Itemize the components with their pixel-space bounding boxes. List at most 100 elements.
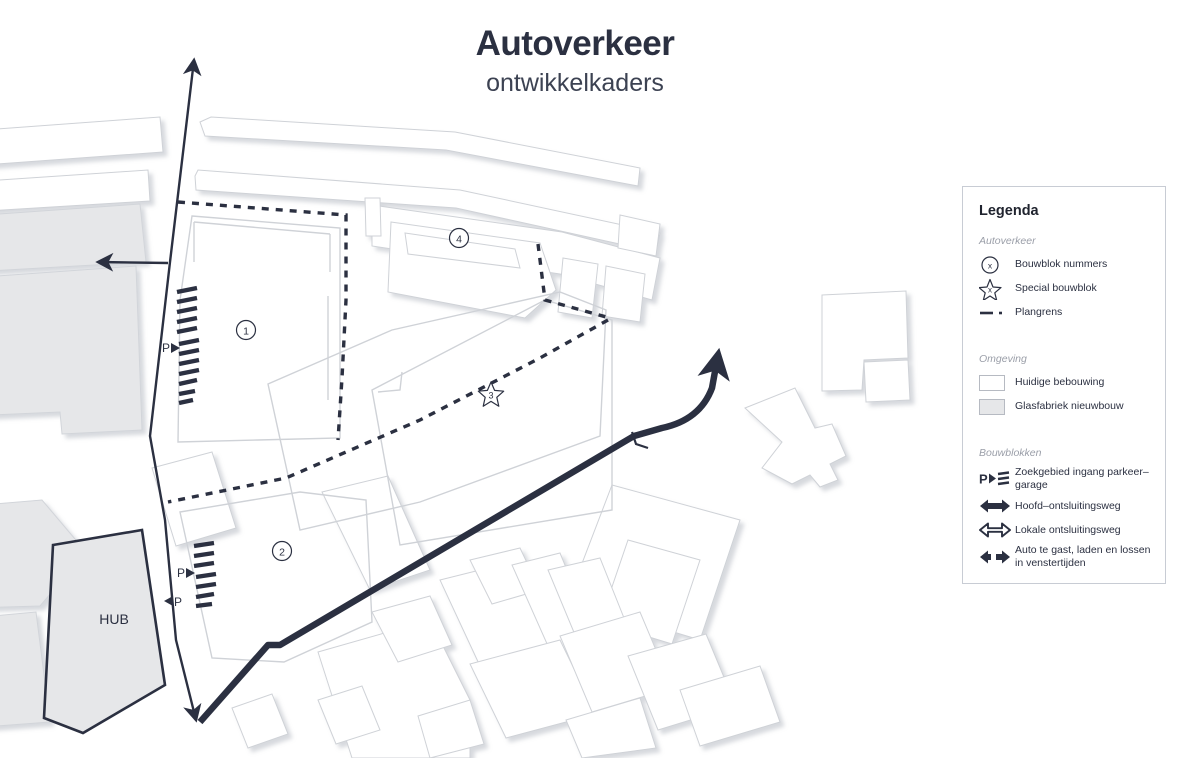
glasfabriek-building	[0, 265, 143, 435]
block-number: 2	[279, 547, 285, 559]
legend-group-bouwblokken: Bouwblokken P Zoekgebied ingang parkeer–…	[979, 447, 1151, 571]
glasfabriek-buildings-layer	[0, 203, 147, 727]
building	[863, 359, 911, 403]
building	[404, 232, 521, 269]
hatch-bar	[176, 285, 198, 295]
parking-entrance-hatch-1	[176, 285, 200, 406]
building	[151, 451, 237, 547]
circle-x-icon: x	[979, 254, 1013, 275]
parking-marker-3: P	[164, 595, 182, 609]
dash-dot-line-icon	[979, 302, 1013, 323]
parking-arrow-icon	[164, 596, 173, 606]
local-road-west	[95, 252, 169, 272]
parking-letter: P	[162, 341, 170, 355]
legend-item-bouwblok-nummers: x Bouwblok nummers	[979, 254, 1151, 275]
legend-item-glasfabriek-nieuwbouw: Glasfabriek nieuwbouw	[979, 396, 1151, 417]
legend-group-title: Omgeving	[979, 353, 1027, 365]
legend-group-omgeving: Omgeving Huidige bebouwing Glasfabriek n…	[979, 353, 1151, 417]
legend-item-special-bouwblok: x Special bouwblok	[979, 278, 1151, 300]
legend-group-autoverkeer: Autoverkeer x Bouwblok nummers x	[979, 235, 1151, 323]
building	[364, 197, 382, 237]
parking-marker-2: P	[177, 566, 195, 580]
hatch-bar	[195, 571, 217, 580]
block-number: 4	[456, 234, 462, 246]
legend-item-label: Bouwblok nummers	[1015, 257, 1108, 270]
building	[199, 116, 641, 187]
block-circle	[235, 319, 257, 341]
building	[601, 265, 646, 323]
parking-letter: P	[174, 595, 182, 609]
building	[0, 169, 151, 211]
plangrens-path	[536, 243, 611, 320]
hatch-bar	[178, 367, 200, 377]
building	[231, 693, 289, 749]
hatch-bar	[178, 377, 198, 387]
building	[821, 290, 909, 392]
hatch-bar	[176, 315, 198, 325]
svg-text:P: P	[979, 472, 988, 487]
legend-item-label: Huidige bebouwing	[1015, 375, 1105, 388]
building	[744, 387, 847, 488]
parking-entrance-hatch-2	[193, 540, 217, 609]
legend-item-label: Glasfabriek nieuwbouw	[1015, 399, 1124, 412]
building	[565, 697, 657, 758]
building	[417, 699, 485, 758]
plot-outline	[177, 215, 341, 443]
svg-text:x: x	[988, 260, 993, 270]
plangrens-path	[167, 318, 609, 504]
thin-double-arrow-icon	[979, 520, 1013, 541]
building	[321, 475, 431, 591]
hatch-bar	[176, 295, 198, 305]
legend-title: Legenda	[979, 203, 1039, 219]
block-star	[477, 381, 505, 407]
block-number: 1	[243, 326, 249, 338]
plot-outline	[371, 299, 613, 546]
legend-item-label: Auto te gast, laden en lossen in venster…	[1015, 543, 1151, 570]
hatch-bar	[178, 397, 194, 406]
hatch-bar	[178, 347, 200, 357]
glasfabriek-building	[0, 611, 51, 727]
block-number: 3	[488, 391, 493, 401]
legend-spacer	[979, 337, 1151, 353]
building	[679, 665, 781, 747]
legend-panel: Legenda Autoverkeer x Bouwblok nummers x	[962, 186, 1166, 584]
legend-item-lokale-ontsluitingsweg: Lokale ontsluitingsweg	[979, 520, 1151, 541]
block-marker-2: 2	[271, 540, 293, 562]
plot-outline	[267, 291, 607, 531]
main-road-path	[197, 347, 730, 725]
split-double-arrow-icon	[979, 547, 1013, 568]
white-swatch-icon	[979, 372, 1013, 393]
hatch-bar	[178, 337, 200, 347]
block-marker-3-special: 3	[477, 381, 505, 407]
star-x-icon: x	[979, 278, 1013, 300]
plot-inner-line	[377, 371, 403, 393]
parking-arrow-icon	[171, 343, 180, 353]
hatch-bar	[195, 581, 217, 590]
hatch-bar	[176, 305, 198, 315]
legend-item-hoofd-ontsluitingsweg: Hoofd–ontsluitingsweg	[979, 496, 1151, 517]
parking-arrow-icon	[186, 568, 195, 578]
hatch-bar	[178, 357, 200, 367]
legend-group-title: Autoverkeer	[979, 235, 1036, 247]
main-road-stub	[630, 431, 649, 450]
local-access-roads	[95, 57, 202, 723]
hatch-bar	[193, 540, 215, 549]
legend-item-label: Lokale ontsluitingsweg	[1015, 523, 1121, 536]
legend-item-huidige-bebouwing: Huidige bebouwing	[979, 372, 1151, 393]
svg-text:x: x	[988, 285, 992, 294]
existing-buildings-layer	[0, 116, 911, 758]
legend-item-label: Hoofd–ontsluitingsweg	[1015, 499, 1121, 512]
block-marker-1: 1	[235, 319, 257, 341]
legend-item-label: Special bouwblok	[1015, 281, 1097, 294]
block-marker-4: 4	[448, 227, 470, 249]
building	[317, 685, 381, 745]
legend-group-title: Bouwblokken	[979, 447, 1042, 459]
hatch-bar	[195, 591, 215, 600]
legend-item-parkeergarage: P Zoekgebied ingang parkeer–garage	[979, 466, 1151, 493]
block-circle	[271, 540, 293, 562]
hatch-bar	[178, 388, 196, 397]
gray-swatch-icon	[979, 396, 1013, 417]
hub-building: HUB	[42, 528, 167, 735]
parking-entrance-icon: P	[979, 469, 1013, 490]
